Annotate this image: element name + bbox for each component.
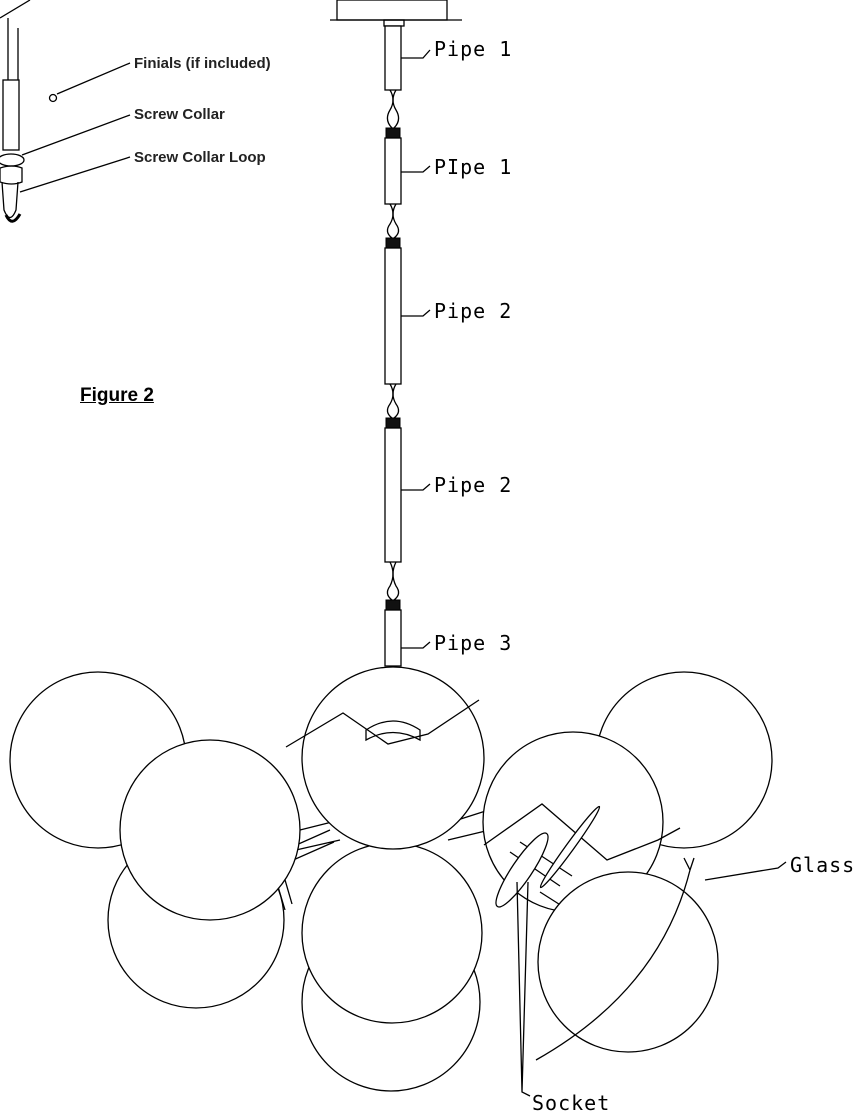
hub-cup [365, 720, 421, 742]
glass-globe-exploded [537, 871, 719, 1053]
leader [401, 641, 431, 649]
screw-collar-leader [21, 114, 131, 156]
wire-twist [386, 383, 394, 419]
hanging-strap [285, 699, 480, 748]
wire-twist [386, 561, 394, 601]
inset-figure: Finials (if included) Screw Collar Screw… [0, 0, 271, 223]
wire-twist [386, 89, 394, 129]
pipe-3 [384, 609, 402, 667]
canopy-nipple [383, 19, 405, 27]
pipe-1-top [384, 25, 402, 91]
glass-label: Glass [790, 853, 855, 877]
wire-twist [386, 203, 394, 239]
pipe-label-5: Pipe 3 [434, 631, 512, 655]
canopy-edge [0, 0, 31, 19]
leader [401, 309, 431, 317]
pipe-label-2: PIpe 1 [434, 155, 512, 179]
inset-pipe [2, 79, 20, 151]
glass-neck [539, 805, 601, 889]
canopy-plate [336, 0, 448, 21]
finials-leader [56, 62, 131, 95]
pipe-label-1: Pipe 1 [434, 37, 512, 61]
screw-collar-label: Screw Collar [134, 106, 225, 123]
finials-label: Finials (if included) [134, 55, 271, 72]
leader [401, 49, 431, 59]
hanging-strap-right [483, 803, 681, 861]
socket-neck [539, 891, 563, 907]
arm-left [239, 819, 341, 881]
screw-collar-loop-shape [0, 165, 23, 185]
pipe-2-second [384, 427, 402, 563]
wire-twist [392, 561, 400, 601]
coupler [385, 599, 401, 611]
figure-title: Figure 2 [80, 385, 154, 406]
glass-globe-center [301, 666, 485, 850]
pipe-2-first [384, 247, 402, 385]
coupler [385, 127, 401, 139]
leader [401, 165, 431, 173]
ceiling-canopy [330, 0, 462, 27]
socket-cup [495, 832, 549, 908]
socket-leader [516, 881, 531, 1097]
glass-leader [704, 861, 787, 881]
wire-twist [392, 89, 400, 129]
coupler [385, 417, 401, 429]
screw-collar-loop-leader [19, 156, 131, 193]
screw-collar-shape [0, 153, 25, 167]
pipe-label-3: Pipe 2 [434, 299, 512, 323]
wire-twist [392, 383, 400, 419]
pipe-1-second [384, 137, 402, 205]
glass-globe [119, 739, 301, 921]
inset-loop-base [4, 213, 22, 223]
pipe-leaders [401, 49, 431, 649]
finial-shape [48, 93, 58, 103]
screw-collar-loop-label: Screw Collar Loop [134, 149, 266, 166]
coupler [385, 237, 401, 249]
socket-label: Socket [532, 1091, 610, 1115]
inset-loop-hook [1, 181, 19, 219]
globe-cluster [9, 666, 773, 1097]
pipe-label-4: Pipe 2 [434, 473, 512, 497]
leader [401, 483, 431, 491]
pipe-stack [383, 25, 403, 729]
glass-insert-arrow [535, 857, 695, 1061]
glass-globe [301, 842, 483, 1024]
wire-twist [392, 203, 400, 239]
